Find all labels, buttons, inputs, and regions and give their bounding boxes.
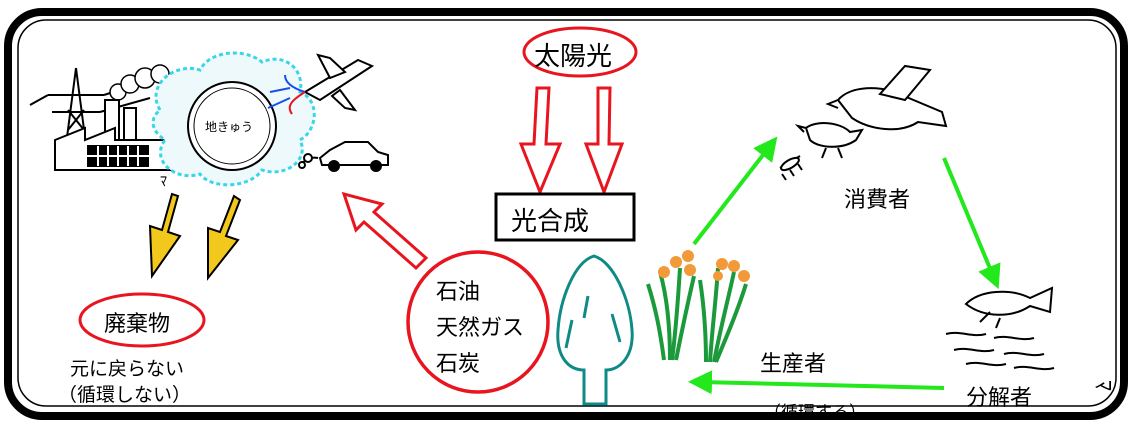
sunlight-oval (522, 26, 638, 78)
fossil-to-pollution-arrow (341, 191, 429, 271)
smoke-icon (109, 64, 170, 101)
grass-plants-icon (646, 267, 748, 363)
fish-icon (964, 286, 1054, 329)
car-icon (298, 141, 389, 172)
photosynthesis-box (494, 192, 636, 242)
waste-note-2: （循環しない） (58, 384, 192, 406)
waste-label: 廃棄物 (104, 312, 171, 337)
earth-icon (187, 81, 277, 171)
waste-arrows (148, 192, 242, 281)
consumer-label: 消費者 (844, 188, 911, 213)
waste-arrow-left (148, 192, 182, 280)
bird-large-icon (825, 64, 948, 131)
factory-icon (54, 99, 191, 171)
decomposer-label: 分解者 (966, 386, 1033, 411)
seaweed-lines-icon (945, 331, 1055, 371)
pollution-scene: ﾏ (29, 51, 389, 190)
sunlight-arrows (518, 86, 625, 197)
insect-icon (779, 155, 803, 181)
producer-label: 生産者 (760, 352, 827, 377)
fossil-oil-label: 石油 (436, 280, 481, 305)
diagram-frame-inner (17, 19, 1117, 407)
sunlight-arrow-left (518, 86, 563, 196)
signature-mark: ﾏ (160, 174, 167, 190)
bird-small-icon (794, 122, 864, 159)
sunlight-label: 太陽光 (534, 42, 613, 72)
tree-icon (556, 254, 634, 406)
decomposer-to-producer-arrow (688, 370, 945, 395)
photosynthesis-label: 光合成 (511, 207, 590, 237)
signature-mark-right: ﾏ (1090, 380, 1115, 391)
waste-note-1: 元に戻らない (70, 358, 185, 380)
waste-arrow-right (207, 194, 242, 281)
waste-oval (78, 292, 206, 348)
producer-to-consumer-arrow (692, 136, 778, 246)
cycle-note-label: （循環する） (764, 403, 866, 423)
fossil-gas-label: 天然ガス (436, 316, 525, 341)
sunlight-arrow-right (583, 86, 625, 197)
consumer-to-decomposer-arrow (942, 157, 1001, 290)
diagram-frame (4, 8, 1128, 420)
fossil-fuel-circle (406, 250, 550, 394)
earth-label: 地きゅう (205, 120, 254, 134)
fossil-coal-label: 石炭 (436, 352, 481, 377)
flower-buds-icon (658, 250, 750, 282)
cycle-arrows (688, 136, 1001, 395)
airplane-icon (267, 53, 375, 115)
